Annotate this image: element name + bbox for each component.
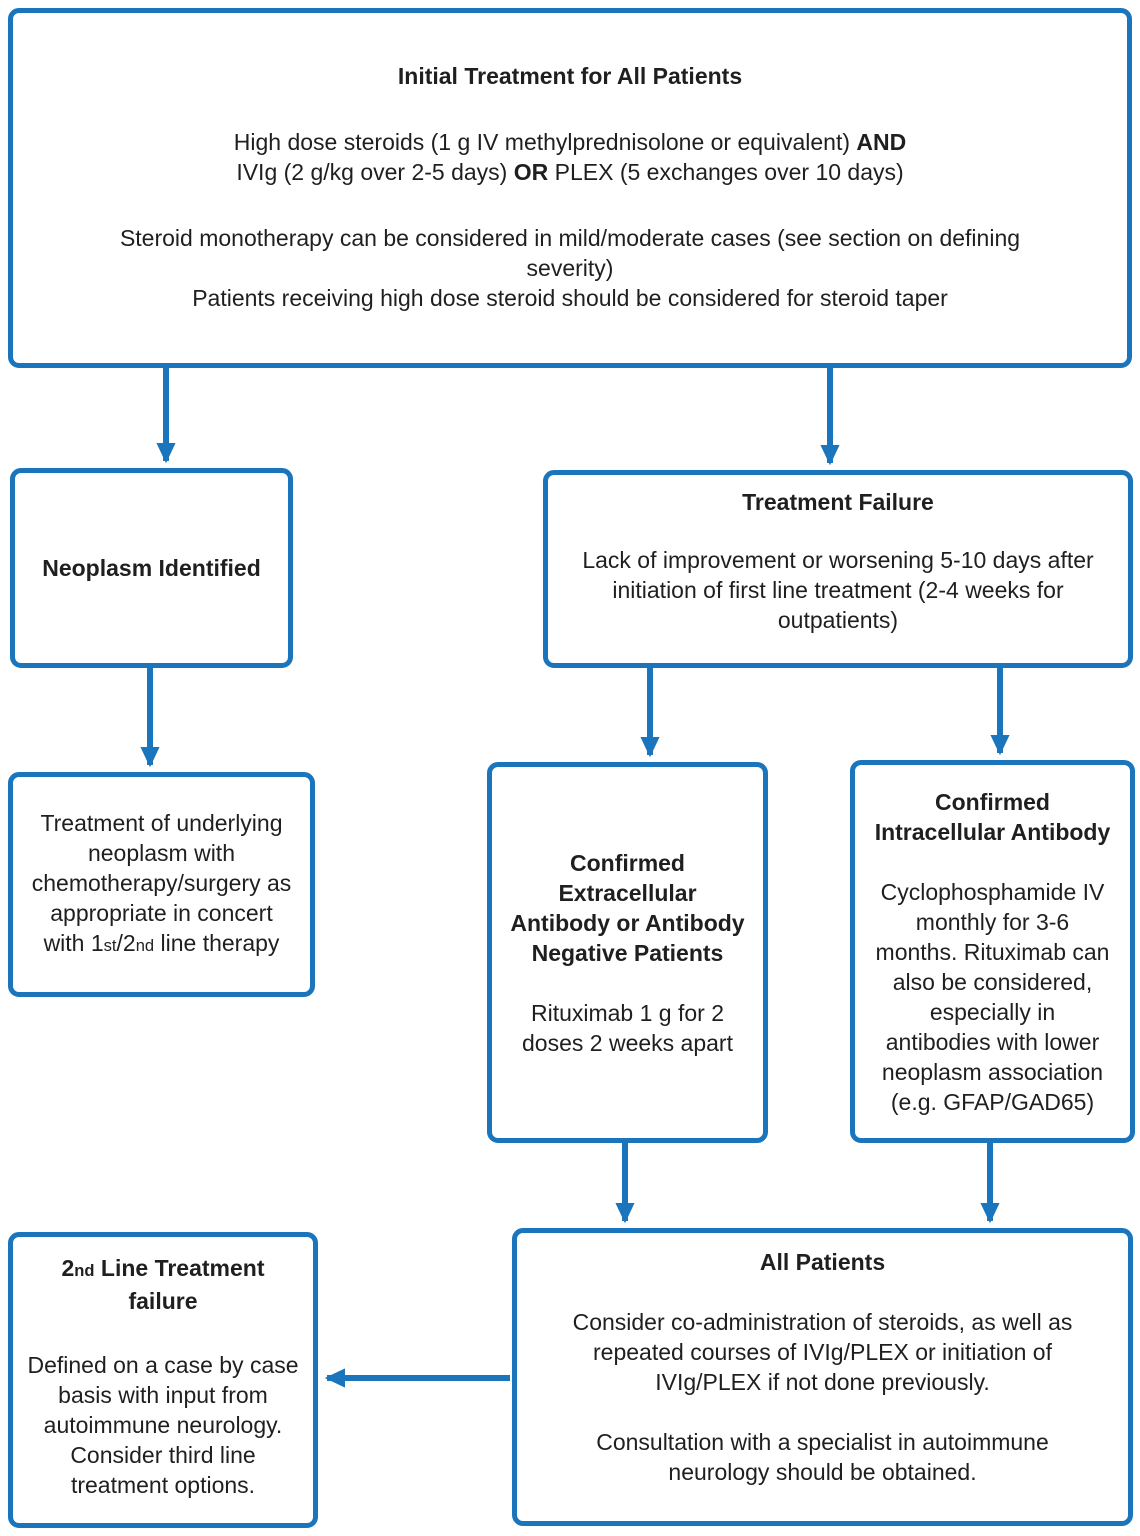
therapy-line-steroids: High dose steroids (1 g IV methylprednis… bbox=[37, 127, 1103, 157]
underlying-neoplasm-last-line: with 1st/2nd line therapy bbox=[44, 928, 280, 961]
neoplasm-identified-box: Neoplasm Identified bbox=[10, 468, 293, 668]
treatment-failure-title: Treatment Failure bbox=[742, 489, 934, 515]
text-segment: with 1 bbox=[43, 930, 104, 956]
ordinal-nd: nd bbox=[74, 1261, 95, 1280]
all-patients-box: All Patients Consider co-administration … bbox=[512, 1228, 1133, 1526]
intracellular-antibody-box: Confirmed Intracellular Antibody Cycloph… bbox=[850, 760, 1135, 1143]
extracellular-antibody-body: Rituximab 1 g for 2 doses 2 weeks apart bbox=[522, 999, 733, 1056]
text-segment: High dose steroids (1 g IV methylprednis… bbox=[233, 129, 857, 155]
intracellular-antibody-body: Cyclophosphamide IV monthly for 3-6 mont… bbox=[875, 878, 1110, 1115]
initial-treatment-box: Initial Treatment for All Patients High … bbox=[8, 8, 1132, 368]
second-line-failure-title: 2nd Line Treatment failure bbox=[19, 1253, 307, 1316]
text-segment: /2 bbox=[116, 930, 136, 956]
all-patients-para2: Consultation with a specialist in autoim… bbox=[596, 1429, 1049, 1485]
all-patients-title: All Patients bbox=[759, 1249, 886, 1275]
ordinal-nd: nd bbox=[135, 936, 155, 955]
text-segment: line therapy bbox=[154, 930, 280, 956]
and-keyword: AND bbox=[856, 129, 907, 155]
treatment-failure-body: Lack of improvement or worsening 5-10 da… bbox=[582, 547, 1094, 633]
second-line-failure-box: 2nd Line Treatment failure Defined on a c… bbox=[8, 1232, 318, 1528]
all-patients-para1: Consider co-administration of steroids, … bbox=[572, 1309, 1073, 1395]
text-segment: PLEX (5 exchanges over 10 days) bbox=[548, 159, 904, 185]
initial-treatment-notes: Steroid monotherapy can be considered in… bbox=[119, 225, 1021, 311]
underlying-neoplasm-box: Treatment of underlying neoplasm with ch… bbox=[8, 772, 315, 997]
text-segment: IVIg (2 g/kg over 2-5 days) bbox=[236, 159, 514, 185]
extracellular-antibody-box: Confirmed Extracellular Antibody or Anti… bbox=[487, 762, 768, 1143]
text-segment: 2 bbox=[61, 1255, 75, 1281]
initial-treatment-title: Initial Treatment for All Patients bbox=[397, 63, 743, 89]
text-segment: failure bbox=[128, 1288, 198, 1314]
text-segment: Line Treatment bbox=[94, 1255, 265, 1281]
initial-treatment-therapy: High dose steroids (1 g IV methylprednis… bbox=[37, 127, 1103, 187]
extracellular-antibody-title: Confirmed Extracellular Antibody or Anti… bbox=[510, 849, 745, 966]
or-keyword: OR bbox=[513, 159, 549, 185]
intracellular-antibody-title: Confirmed Intracellular Antibody bbox=[874, 788, 1111, 845]
second-line-failure-body: Defined on a case by case basis with inp… bbox=[27, 1352, 299, 1498]
ordinal-st: st bbox=[103, 936, 117, 955]
treatment-failure-box: Treatment Failure Lack of improvement or… bbox=[543, 470, 1133, 668]
underlying-neoplasm-body: Treatment of underlying neoplasm with ch… bbox=[31, 810, 292, 926]
neoplasm-identified-title: Neoplasm Identified bbox=[42, 555, 261, 581]
therapy-line-ivig-plex: IVIg (2 g/kg over 2-5 days) OR PLEX (5 e… bbox=[37, 157, 1103, 187]
